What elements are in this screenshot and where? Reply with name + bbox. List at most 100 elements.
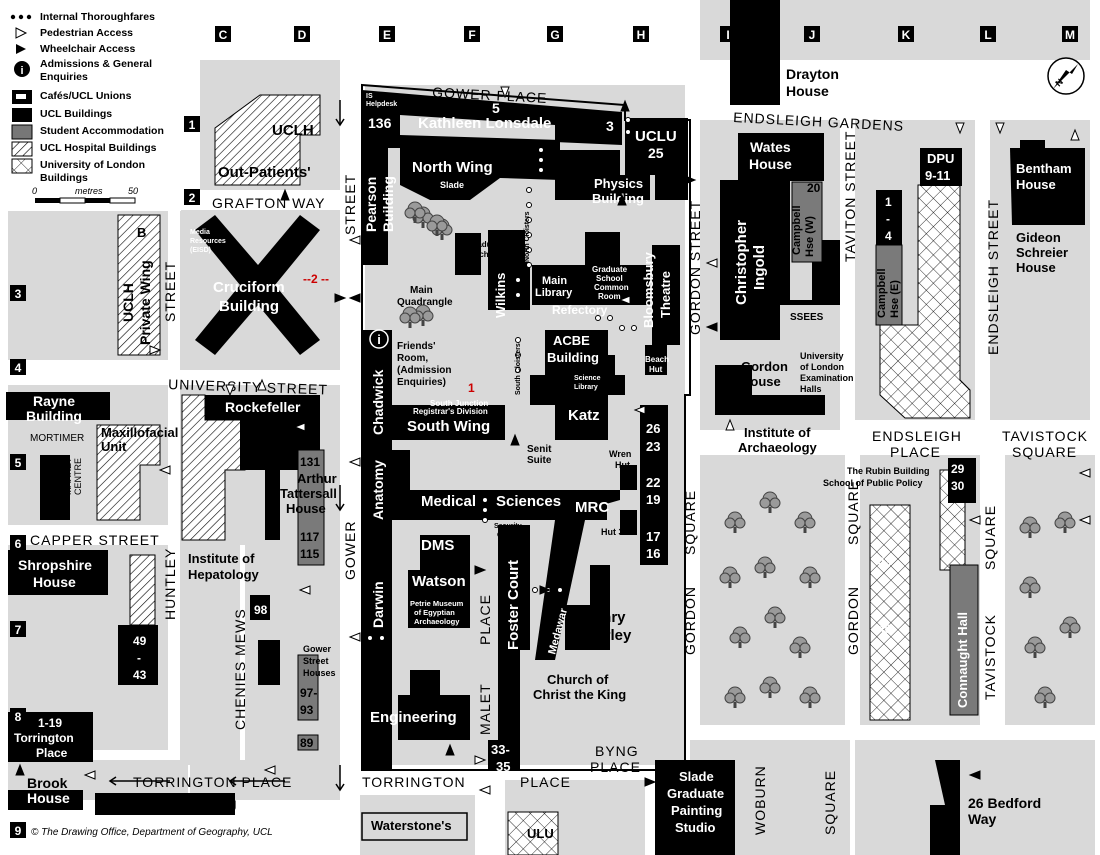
building-29-label: 29 xyxy=(951,462,965,476)
building-96-label: 96 xyxy=(264,642,278,656)
shropshire-house-label: Shropshire xyxy=(18,557,92,573)
building-43-label: 43 xyxy=(133,668,147,682)
security-office-label-2: Office xyxy=(497,532,517,539)
medical-sciences-label-2: Sciences xyxy=(496,493,561,510)
beach-hut-label: Beach xyxy=(645,355,669,364)
building-22-label: 22 xyxy=(646,475,660,490)
pedestrian-access-icon xyxy=(149,345,162,355)
chadwick-label: Chadwick xyxy=(370,369,386,435)
is-helpdesk-label-2: Helpdesk xyxy=(366,101,397,108)
ucl-buildings-swatch xyxy=(12,108,32,122)
building-98-label: 98 xyxy=(254,603,268,617)
info-icon[interactable]: i xyxy=(369,329,389,349)
grid-row-label: 7 xyxy=(15,623,22,637)
south-junction-label: South Junction xyxy=(430,399,488,408)
pedestrian-access-icon xyxy=(1078,468,1091,478)
street-gordon-sq-w: SQUARE xyxy=(682,490,698,555)
legend-label: Enquiries xyxy=(40,71,88,83)
institute-archaeology-label: Institute of xyxy=(744,425,811,440)
friends-room-label-3: (Admission xyxy=(397,365,451,376)
waterstones-label: Waterstone's xyxy=(371,818,452,833)
street-gordon-sq-w2: GORDON xyxy=(682,586,698,655)
building-5-label: 5 xyxy=(492,100,500,116)
wates-house-label-2: House xyxy=(749,156,792,172)
wheelchair-access-icon xyxy=(445,743,455,756)
street-gordon: GORDON STREET xyxy=(687,200,703,335)
friends-room-label: Friends' xyxy=(397,341,436,352)
ucl-buildings xyxy=(6,0,1085,855)
slade-graduate-label-2: Graduate xyxy=(667,786,724,801)
grid-row-box xyxy=(10,822,26,838)
street-woburn: WOBURN xyxy=(752,765,768,835)
legend-label: UCL Hospital Buildings xyxy=(40,142,157,154)
grid-col-label: D xyxy=(298,28,307,42)
grid-row-label: 8 xyxy=(15,710,22,724)
south-cloisters-label: South Cloisters xyxy=(515,343,522,395)
wheelchair-access-icon xyxy=(280,188,290,201)
legend-label: UCL Buildings xyxy=(40,108,112,120)
credit-label: © The Drawing Office, Department of Geog… xyxy=(31,827,273,838)
building-1-4-label: 1 xyxy=(885,195,892,209)
maxillofacial-unit-label: Maxillofacial xyxy=(101,425,178,440)
slade-graduate-label: Slade xyxy=(679,769,714,784)
legend-label: Pedestrian Access xyxy=(40,27,133,39)
wren-hut-label: Wren xyxy=(609,449,631,459)
building-16-label: 16 xyxy=(646,546,660,561)
pedestrian-access-icon xyxy=(633,405,646,415)
grid-col-label: J xyxy=(809,28,816,42)
uclh-outpatients-label: Out-Patients' xyxy=(218,164,311,181)
grid-row-label: 4 xyxy=(15,361,22,375)
street-huntley-n: STREET xyxy=(162,261,178,322)
street-gower-s: GOWER xyxy=(342,521,358,580)
dms-label: DMS xyxy=(421,537,454,554)
henry-morley-label: Henry xyxy=(583,609,626,626)
grid-row-label: 9 xyxy=(15,824,22,838)
gideon-schreier-label-3: House xyxy=(1016,260,1056,275)
rayne-building-label-2: Building xyxy=(26,408,82,424)
petrie-museum-label-3: Archaeology xyxy=(414,617,460,626)
bedford-way-label: 26 Bedford xyxy=(968,795,1041,811)
legend-label: Cafés/UCL Unions xyxy=(40,90,132,102)
cruciform-building-shape xyxy=(195,215,320,355)
refectory-label: Refectory xyxy=(552,303,608,317)
grid-row-box xyxy=(10,454,26,470)
street-tavistock-v: TAVISTOCK xyxy=(982,614,998,700)
street-torrington-w: TORRINGTON PLACE xyxy=(133,774,292,790)
campbell-e-label: Campbell xyxy=(876,268,888,318)
uol-exam-halls-label-2: of London xyxy=(800,362,844,372)
rubin-building-label-2: School of Public Policy xyxy=(823,478,923,488)
svg-text:i: i xyxy=(377,332,381,347)
senit-suite-label-2: Suite xyxy=(527,455,552,466)
pedestrian-access-icon xyxy=(298,585,311,595)
svg-text:i: i xyxy=(20,65,23,77)
university-of-london-areas xyxy=(507,184,971,855)
scale-max: 50 xyxy=(128,186,138,196)
security-office-label: Security xyxy=(494,523,522,530)
ssees-label: SSEES xyxy=(790,312,824,323)
bloomsbury-theatre-label-2: Theatre xyxy=(658,271,673,318)
pedestrian-access-icon xyxy=(500,86,510,99)
pedestrian-access-icon xyxy=(225,384,235,397)
bloomsbury-theatre-label: Bloomsbury xyxy=(641,251,656,328)
arthur-tattersall-label: Arthur xyxy=(297,471,337,486)
grid-row-label: 1 xyxy=(189,118,196,132)
scale-zero: 0 xyxy=(32,186,37,196)
grad-common-room-label-3: Common xyxy=(594,283,629,292)
north-wing-label: North Wing xyxy=(412,159,493,176)
north-cloisters-label: North Cloisters xyxy=(524,211,531,262)
ulu-label: ULU xyxy=(527,826,554,841)
grad-common-room-label-2: School xyxy=(596,274,623,283)
cruciform-building-label: Cruciform xyxy=(213,279,285,296)
student-accommodation xyxy=(297,181,979,751)
wren-hut-label-2: Hut xyxy=(615,460,630,470)
pedestrian-access-icon xyxy=(348,632,361,642)
street-chenies-mews: CHENIES MEWS xyxy=(232,608,248,730)
building-43-sq-label: 43 xyxy=(878,555,892,569)
campbell-w-label: Campbell xyxy=(791,205,803,255)
waterstones-outline xyxy=(361,812,468,841)
building-1-4-num: 4 xyxy=(885,229,892,243)
street-university: UNIVERSITY STREET xyxy=(168,376,328,398)
street-gower-n: STREET xyxy=(342,174,358,235)
wheelchair-access-icon xyxy=(15,763,25,776)
